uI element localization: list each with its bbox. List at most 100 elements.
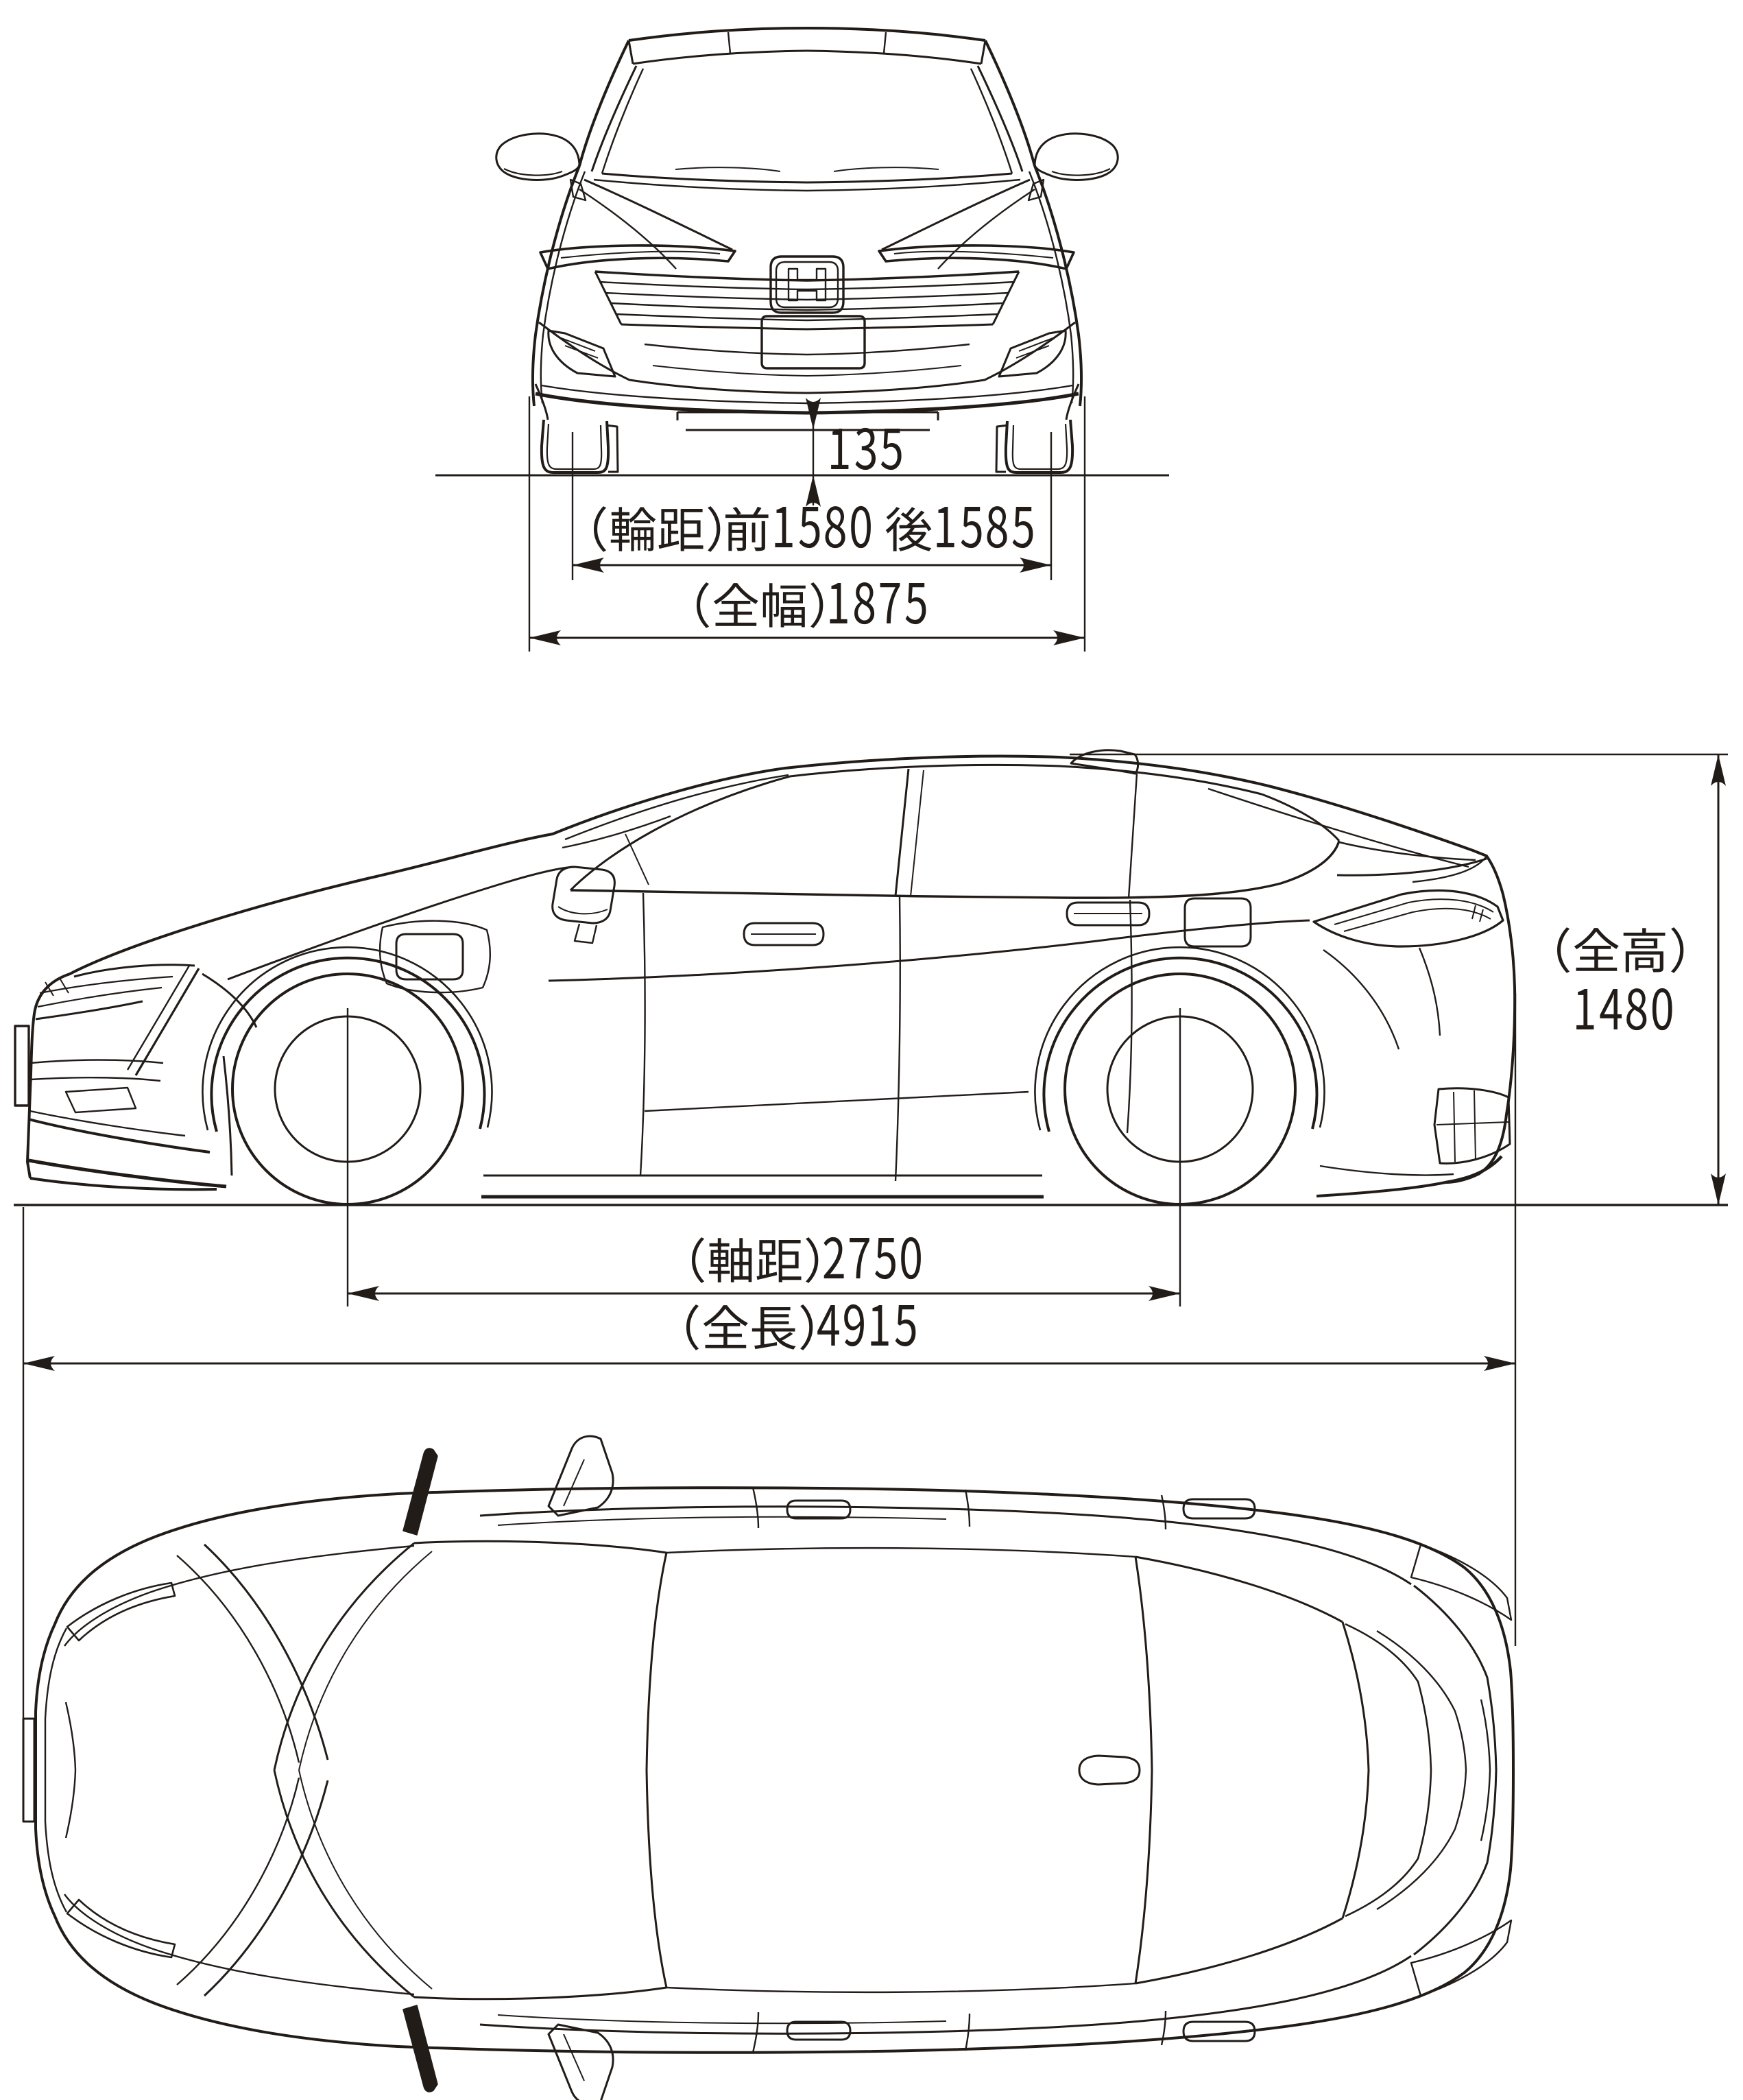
windshield-edge xyxy=(601,68,645,174)
rear-reflector-line-2 xyxy=(1474,1090,1476,1161)
side-mirror-line xyxy=(557,906,608,915)
wheelbase-label-text: （軸距）2750 xyxy=(689,1237,971,1288)
mirror-top xyxy=(547,1435,614,1517)
beltline xyxy=(570,840,1341,899)
rear-wheel-arch xyxy=(1042,956,1319,1132)
lower-door-crease xyxy=(644,1090,1029,1112)
dimension-arrowhead xyxy=(1484,1356,1515,1371)
front-dimensions: 135 （輪距）前1580 後1585 （全幅）1875 xyxy=(435,396,1169,652)
drl-blade-outer xyxy=(134,968,200,1076)
ground-clearance-label: 135 xyxy=(827,427,902,479)
body-side-inner xyxy=(540,171,586,404)
grille-bar-5 xyxy=(615,313,808,322)
windshield-base xyxy=(273,1542,415,1771)
roof-rear-edge xyxy=(1134,1556,1153,1771)
rear-lower-edge xyxy=(1316,1181,1446,1197)
taillight-top xyxy=(1410,1543,1513,1621)
grille-end xyxy=(594,271,623,325)
door-seam-rear xyxy=(1126,899,1133,1134)
headlight-hatch-2 xyxy=(60,979,69,994)
top-car-center-parts xyxy=(22,1717,1141,1823)
bumper-lip-1 xyxy=(29,1059,164,1064)
quarter-divider xyxy=(1127,773,1138,899)
antenna-top xyxy=(1078,1754,1141,1786)
h-badge-inner xyxy=(775,261,839,309)
dimension-arrowhead xyxy=(529,630,561,645)
headlight-sliver xyxy=(66,1582,176,1642)
fender-seam-top xyxy=(64,1544,415,1647)
ground-clearance-label-text: 135 xyxy=(827,428,902,479)
bumper-face-arc xyxy=(64,1702,77,1771)
cowl-line xyxy=(601,172,808,184)
dimension-arrowhead xyxy=(23,1356,55,1371)
overall-width-label-text: （全幅）1875 xyxy=(694,582,976,633)
rear-screen-base xyxy=(1338,841,1476,861)
tire xyxy=(540,419,610,474)
dimension-arrowhead xyxy=(573,558,604,573)
bumper-lip-2 xyxy=(30,1077,161,1082)
dlo-inner xyxy=(497,1516,947,1526)
bumper-arch-cut xyxy=(534,383,549,420)
headlight-bottom-edge xyxy=(35,1000,143,1021)
hood-rear-edge xyxy=(593,178,808,192)
b-pillar-rear xyxy=(910,769,924,897)
headlight-top-edge xyxy=(73,964,195,978)
overall-width-label: （全幅）1875 xyxy=(694,582,976,633)
chin-lip-side xyxy=(28,1158,227,1189)
intake-mesh xyxy=(652,365,808,377)
fog-line-2 xyxy=(564,345,599,359)
dimension-arrowhead xyxy=(1020,558,1051,573)
roof-corner xyxy=(627,40,634,64)
rear-reflector-line-3 xyxy=(1436,1121,1509,1125)
taillight-line-2 xyxy=(1343,907,1491,932)
door-seam-mid xyxy=(894,896,901,1182)
hood-crease-a xyxy=(203,1543,329,1761)
spoiler-lower xyxy=(1336,857,1487,876)
overall-length-label-text: （全長）4915 xyxy=(684,1304,965,1355)
body-side-outer xyxy=(531,165,581,407)
front-arch-flare xyxy=(202,946,493,1131)
headlight-lens-1 xyxy=(39,975,173,994)
bumper-corner-edge xyxy=(222,1055,233,1176)
chin-line xyxy=(541,384,808,405)
overall-height-label: （全高） xyxy=(1554,927,1735,978)
windshield-inner xyxy=(564,774,789,841)
rear-glass-line xyxy=(1207,787,1469,868)
overall-height-label-text: （全高） xyxy=(1554,927,1735,978)
rear-reflector-line-1 xyxy=(1453,1091,1456,1162)
door-handle-front xyxy=(743,922,825,946)
body-outline xyxy=(34,1486,1515,1771)
wheelbase-label: （軸距）2750 xyxy=(689,1237,971,1288)
door-seam-b xyxy=(964,1489,971,1527)
door-seam-c xyxy=(1160,1494,1167,1530)
tire-inner-line xyxy=(546,423,603,470)
ground-clearance-label-glyphs xyxy=(831,427,902,470)
b-pillar-front xyxy=(894,768,910,896)
rear-arch-flare xyxy=(1034,946,1325,1131)
windshield-base-2 xyxy=(298,1551,433,1771)
door-seam-front xyxy=(639,892,646,1176)
chin-edge-2 xyxy=(29,1110,186,1137)
intake-top xyxy=(644,343,808,356)
trunk-lid-cut xyxy=(1345,1623,1432,1771)
dimension-arrowhead xyxy=(348,1286,379,1301)
spoiler-underside xyxy=(1412,857,1487,883)
chin-edge xyxy=(28,1118,211,1154)
taillight-outline xyxy=(1312,889,1504,948)
c-pillar-top xyxy=(1135,1555,1343,1623)
side-dimensions: （全高） 1480 （軸距）2750 （全長）4915 xyxy=(14,753,1735,1719)
fog-line-1 xyxy=(559,337,596,352)
fog-recess xyxy=(547,329,616,378)
overall-width-label-glyphs xyxy=(697,582,926,628)
front-lower-lip xyxy=(29,1177,217,1191)
rear-window-edge xyxy=(1341,1621,1370,1771)
track-label: （輪距）前1580 後1585 xyxy=(594,505,1033,552)
plate-bracket-top xyxy=(22,1717,36,1823)
dimension-arrowhead xyxy=(806,398,821,429)
side-mirror-stalk xyxy=(573,923,598,944)
overall-height-label-glyphs xyxy=(1557,927,1684,973)
grille-bar-1 xyxy=(594,270,808,282)
headlight-hatch-1 xyxy=(45,981,54,997)
grille-bar-4 xyxy=(610,302,808,311)
dimension-arrowhead xyxy=(1711,1173,1726,1205)
